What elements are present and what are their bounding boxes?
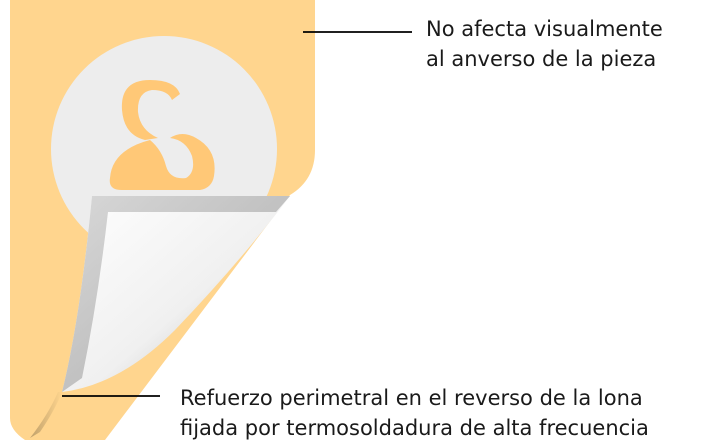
callout-reinforcement-note: Refuerzo perimetral en el reverso de la … — [180, 383, 649, 443]
curl-shadow — [30, 392, 62, 438]
peeled-corner-back — [62, 196, 290, 392]
callout-front-note: No afecta visualmente al anverso de la p… — [426, 14, 663, 74]
callout-reinforcement-line-1: Refuerzo perimetral en el reverso de la … — [180, 386, 643, 410]
callout-front-line-1: No afecta visualmente — [426, 17, 663, 41]
callout-reinforcement-line-2: fijada por termosoldadura de alta frecue… — [180, 416, 649, 440]
ampersand-swan-icon — [109, 80, 215, 190]
callout-front-line-2: al anverso de la pieza — [426, 47, 657, 71]
